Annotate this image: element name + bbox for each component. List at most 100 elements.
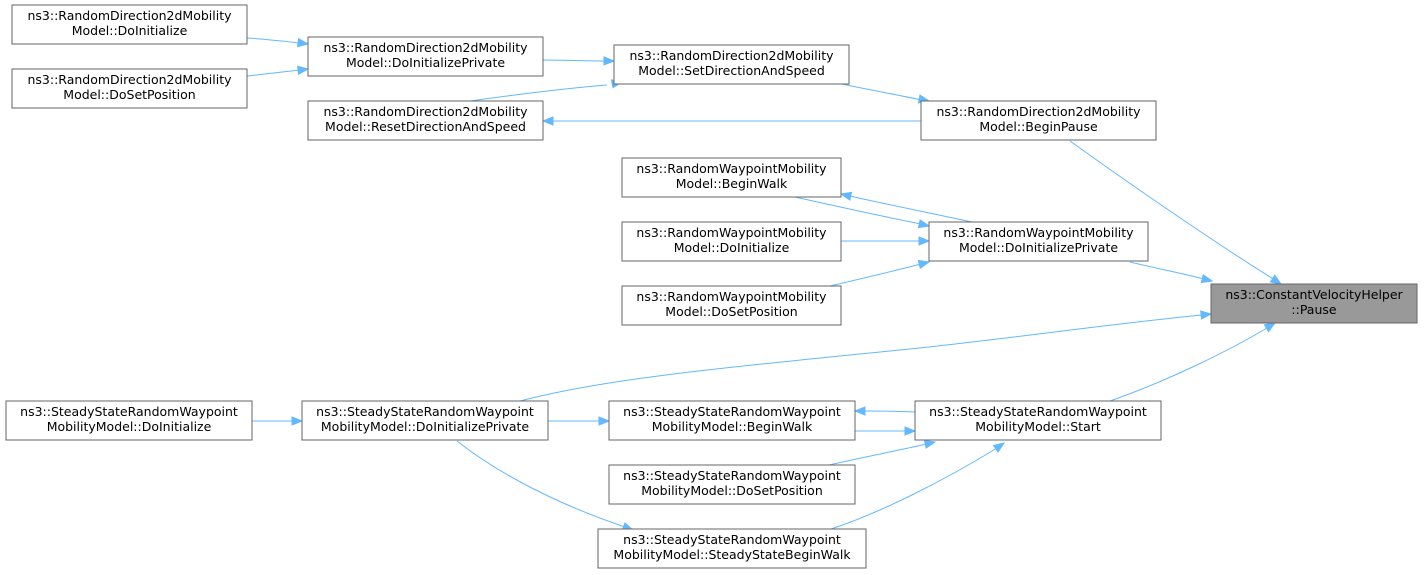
- node-label-line: ns3::RandomWaypointMobility: [636, 289, 827, 304]
- arrowhead: [297, 65, 310, 75]
- arrowhead: [1269, 274, 1283, 285]
- node-box: [1210, 283, 1418, 324]
- edge-rw-initpriv-to-rw-beginwalk: [839, 191, 973, 223]
- arrowhead: [1263, 322, 1277, 333]
- edge-ss-steadywalk-to-ss-start: [830, 442, 1006, 530]
- node-box: [5, 400, 253, 441]
- node-label-line: Model::DoInitialize: [674, 240, 790, 255]
- node-label-line: Model::BeginWalk: [676, 176, 788, 191]
- node-box: [928, 221, 1149, 262]
- node-label-line: ns3::RandomDirection2dMobility: [936, 104, 1141, 119]
- node-label-line: MobilityModel::BeginWalk: [652, 419, 813, 434]
- node-rd-dosetpos[interactable]: ns3::RandomDirection2dMobilityModel::DoS…: [11, 68, 248, 109]
- arrowhead: [917, 259, 931, 270]
- node-ss-doinit[interactable]: ns3::SteadyStateRandomWaypointMobilityMo…: [5, 400, 253, 441]
- arrowhead: [918, 236, 931, 246]
- node-label-line: Model::DoInitialize: [72, 23, 188, 38]
- node-label-line: Model::DoSetPosition: [63, 87, 195, 102]
- node-box: [621, 285, 842, 326]
- node-cvh-pause[interactable]: ns3::ConstantVelocityHelper::Pause: [1210, 283, 1418, 324]
- node-box: [307, 36, 544, 77]
- node-box: [914, 400, 1162, 441]
- edge-ss-initpriv-to-cvh-pause: [519, 310, 1213, 402]
- edge-rw-doinit-to-rw-initpriv: [841, 236, 931, 246]
- node-box: [608, 464, 856, 505]
- edge-rd-reset-to-rd-setdir: [469, 79, 624, 102]
- edge-rw-dosetpos-to-rw-initpriv: [829, 259, 931, 287]
- node-label-line: ns3::RandomDirection2dMobility: [27, 8, 232, 23]
- node-label-line: ::Pause: [1291, 302, 1336, 317]
- node-box: [307, 100, 544, 141]
- arrowhead: [923, 439, 937, 449]
- edge-ss-dosetpos-to-ss-start: [828, 439, 937, 466]
- edge-rd-beginpause-to-rd-reset: [541, 116, 921, 126]
- arrowhead: [904, 426, 917, 436]
- node-label-line: ns3::RandomDirection2dMobility: [27, 72, 232, 87]
- node-rw-dosetpos[interactable]: ns3::RandomWaypointMobilityModel::DoSetP…: [621, 285, 842, 326]
- node-rw-initpriv[interactable]: ns3::RandomWaypointMobilityModel::DoInit…: [928, 221, 1149, 262]
- node-rd-setdir[interactable]: ns3::RandomDirection2dMobilityModel::Set…: [613, 44, 850, 85]
- node-label-line: Model::DoInitializePrivate: [346, 55, 505, 70]
- node-box: [11, 68, 248, 109]
- node-label-line: ns3::RandomDirection2dMobility: [323, 104, 528, 119]
- node-label-line: ns3::RandomDirection2dMobility: [323, 40, 528, 55]
- node-label-line: Model::ResetDirectionAndSpeed: [325, 119, 526, 134]
- arrowhead: [1200, 273, 1214, 284]
- nodes-layer: ns3::ConstantVelocityHelper::Pause ns3::R…: [5, 4, 1418, 569]
- node-label-line: ns3::RandomWaypointMobility: [636, 225, 827, 240]
- node-label-line: ns3::SteadyStateRandomWaypoint: [316, 404, 534, 419]
- arrowhead: [598, 416, 611, 426]
- node-ss-dosetpos[interactable]: ns3::SteadyStateRandomWaypointMobilityMo…: [608, 464, 856, 505]
- node-label-line: MobilityModel::SteadyStateBeginWalk: [613, 547, 851, 562]
- arrowhead: [839, 191, 853, 201]
- edge-rd-doinit-to-rd-initpriv: [246, 37, 310, 48]
- edge-ss-start-to-ss-beginwalk: [853, 406, 916, 416]
- edge-rd-setdir-to-rd-beginpause: [841, 83, 931, 104]
- edge-rd-dosetpos-to-rd-initpriv: [246, 65, 310, 77]
- node-label-line: MobilityModel::DoInitializePrivate: [321, 419, 530, 434]
- node-label-line: ns3::SteadyStateRandomWaypoint: [623, 404, 841, 419]
- node-box: [11, 4, 248, 45]
- node-ss-steadywalk[interactable]: ns3::SteadyStateRandomWaypointMobilityMo…: [597, 528, 867, 569]
- edge-ss-beginwalk-to-ss-start: [855, 426, 917, 436]
- arrowhead: [296, 37, 310, 48]
- node-label-line: ns3::RandomWaypointMobility: [943, 225, 1134, 240]
- node-label-line: ns3::SteadyStateRandomWaypoint: [929, 404, 1147, 419]
- node-label-line: MobilityModel::DoSetPosition: [641, 483, 823, 498]
- node-label-line: ns3::RandomDirection2dMobility: [629, 48, 834, 63]
- node-box: [301, 400, 549, 441]
- node-label-line: ns3::SteadyStateRandomWaypoint: [623, 532, 841, 547]
- edge-rw-beginwalk-to-rw-initpriv: [794, 196, 931, 229]
- arrowhead: [291, 416, 304, 426]
- node-rd-doinit[interactable]: ns3::RandomDirection2dMobilityModel::DoI…: [11, 4, 248, 45]
- node-label-line: ns3::RandomWaypointMobility: [636, 161, 827, 176]
- node-ss-initpriv[interactable]: ns3::SteadyStateRandomWaypointMobilityMo…: [301, 400, 549, 441]
- node-label-line: ns3::SteadyStateRandomWaypoint: [623, 468, 841, 483]
- edge-rd-initpriv-to-rd-setdir: [542, 56, 616, 66]
- node-rd-initpriv[interactable]: ns3::RandomDirection2dMobilityModel::DoI…: [307, 36, 544, 77]
- node-ss-start[interactable]: ns3::SteadyStateRandomWaypointMobilityMo…: [914, 400, 1162, 441]
- arrowhead: [992, 442, 1006, 453]
- node-box: [597, 528, 867, 569]
- node-label-line: Model::BeginPause: [979, 119, 1098, 134]
- edge-ss-initpriv-to-ss-steadywalk: [456, 440, 635, 531]
- node-rw-beginwalk[interactable]: ns3::RandomWaypointMobilityModel::BeginW…: [621, 157, 842, 198]
- arrowhead: [853, 406, 866, 416]
- node-box: [920, 100, 1157, 141]
- node-rw-doinit[interactable]: ns3::RandomWaypointMobilityModel::DoInit…: [621, 221, 842, 262]
- arrowhead: [541, 116, 554, 126]
- node-rd-reset[interactable]: ns3::RandomDirection2dMobilityModel::Res…: [307, 100, 544, 141]
- node-box: [608, 400, 856, 441]
- node-label-line: ns3::ConstantVelocityHelper: [1225, 287, 1403, 302]
- node-box: [621, 157, 842, 198]
- arrowhead: [1200, 310, 1213, 320]
- arrowhead: [917, 219, 931, 229]
- node-ss-beginwalk[interactable]: ns3::SteadyStateRandomWaypointMobilityMo…: [608, 400, 856, 441]
- edge-rw-initpriv-to-cvh-pause: [1129, 261, 1214, 284]
- node-rd-beginpause[interactable]: ns3::RandomDirection2dMobilityModel::Beg…: [920, 100, 1157, 141]
- node-label-line: MobilityModel::DoInitialize: [47, 419, 212, 434]
- node-box: [613, 44, 850, 85]
- node-label-line: Model::SetDirectionAndSpeed: [638, 63, 825, 78]
- node-label-line: Model::DoInitializePrivate: [959, 240, 1118, 255]
